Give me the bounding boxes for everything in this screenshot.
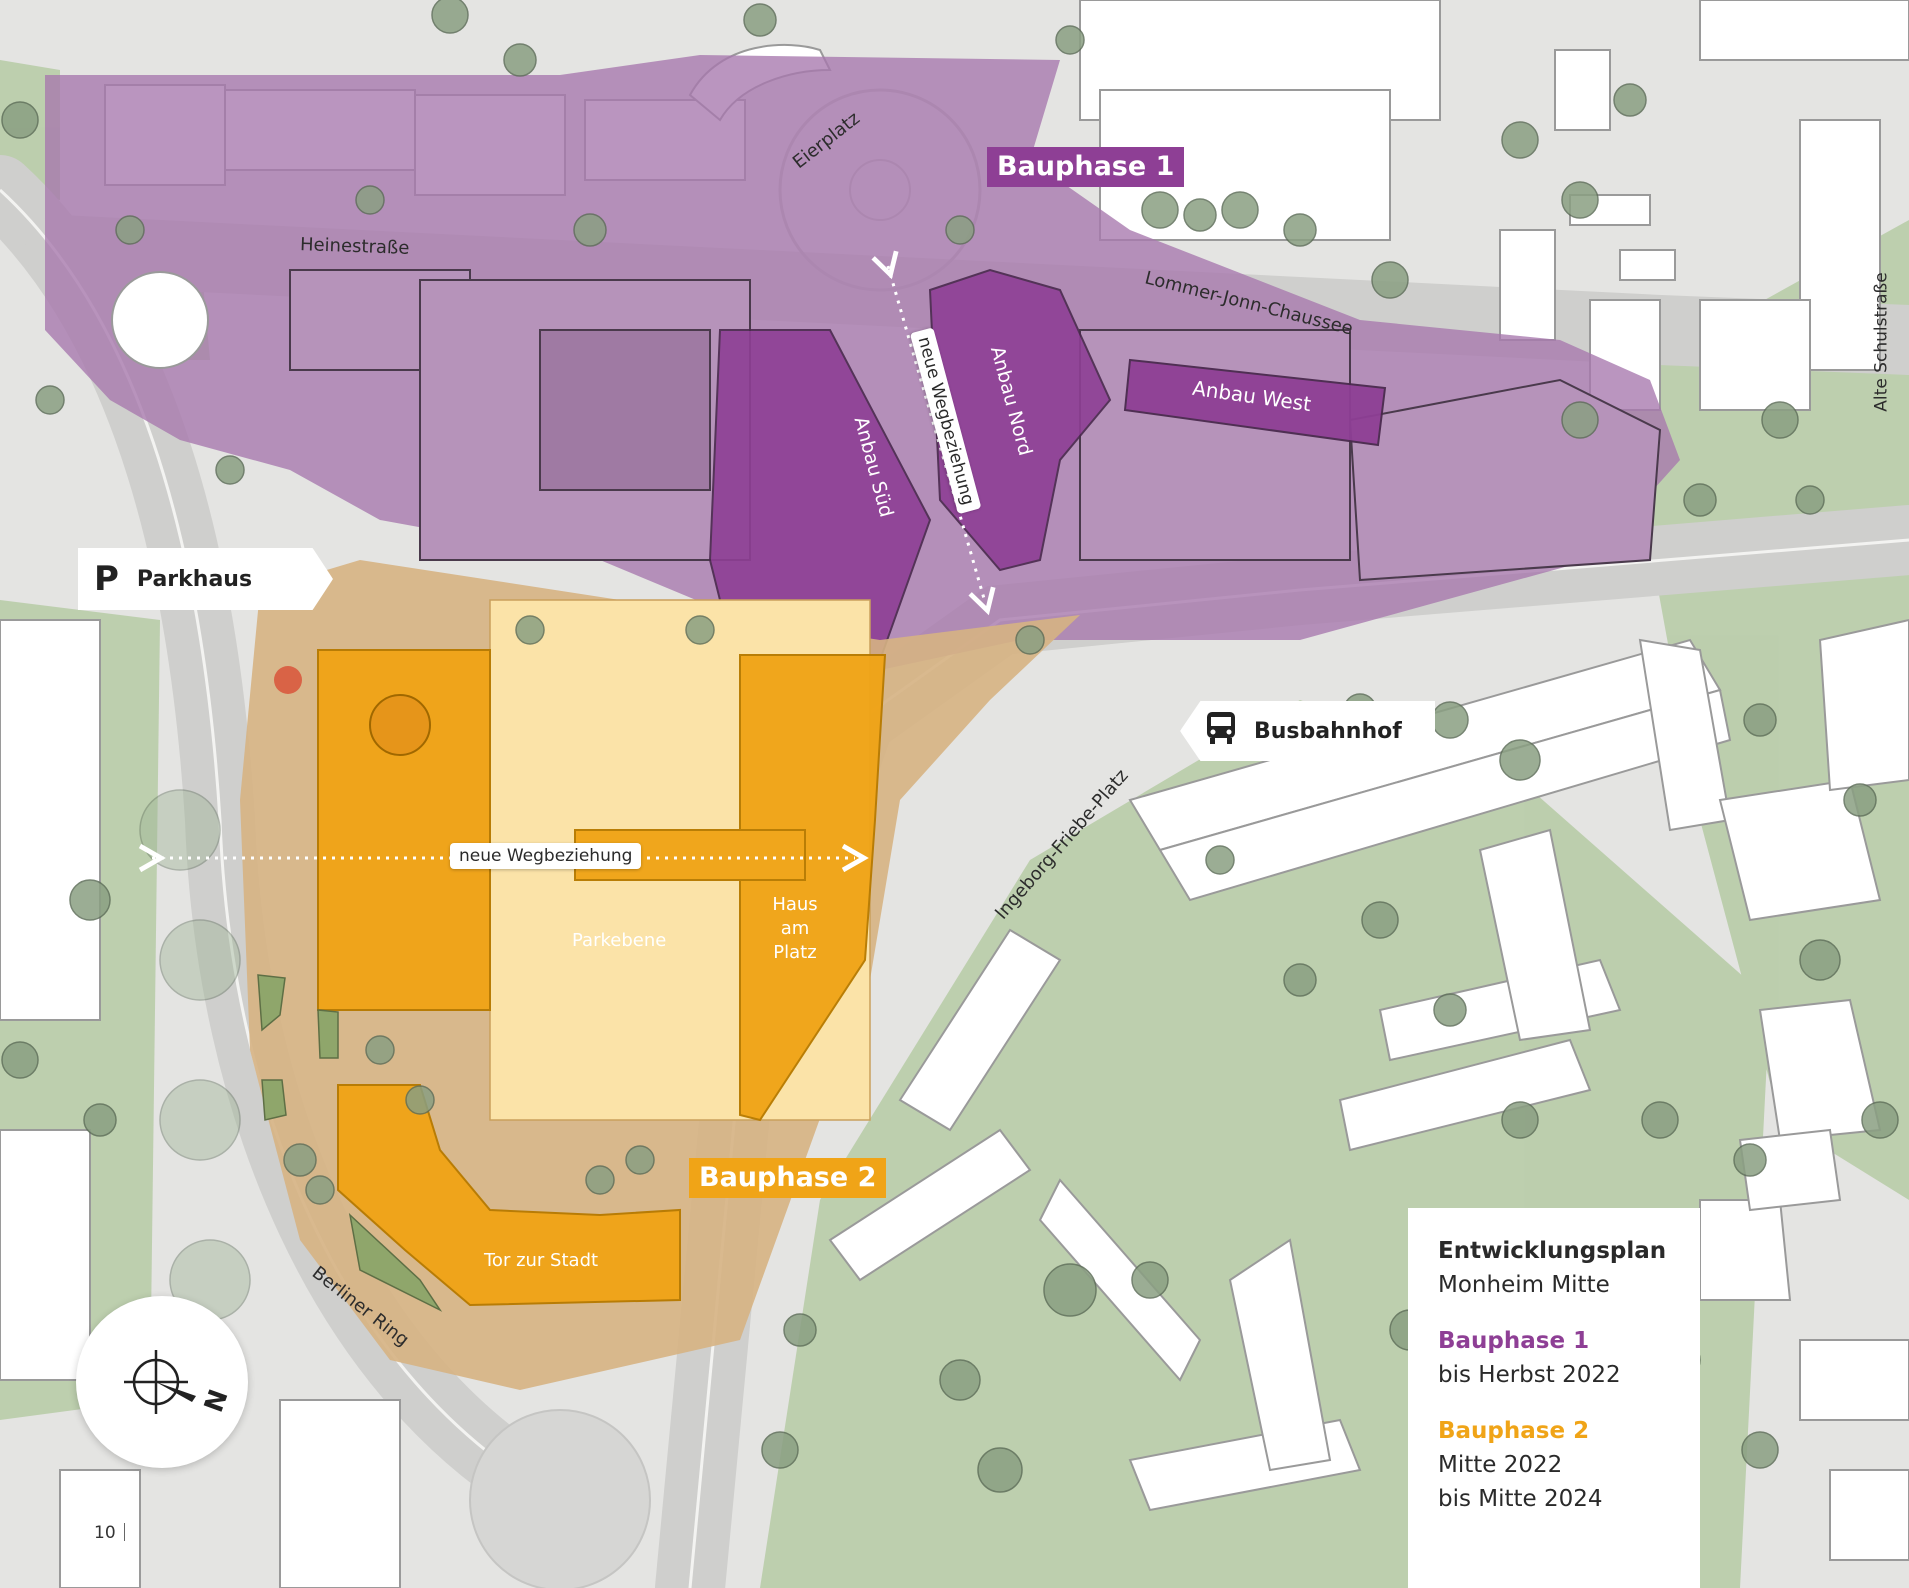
anbau-west-shape [1123, 358, 1387, 447]
parkhaus-label: Parkhaus [136, 566, 253, 592]
legend-subtitle: Monheim Mitte [1438, 1272, 1610, 1298]
haus-am-platz-label: Haus am Platz [772, 894, 818, 963]
busbahnhof-callout: Busbahnhof [1180, 701, 1435, 761]
compass-rose: N [76, 1296, 248, 1468]
legend-phase2-date2: bis Mitte 2024 [1438, 1486, 1603, 1512]
trees [1, 0, 1899, 1493]
bauphase1-tag: Bauphase 1 [987, 147, 1185, 187]
alte-schulstrasse-label: Alte Schulstraße [1871, 272, 1892, 412]
legend-phase1-date: bis Herbst 2022 [1438, 1362, 1621, 1388]
busbahnhof-label: Busbahnhof [1254, 718, 1402, 744]
legend-phase2-date1: Mitte 2022 [1438, 1452, 1563, 1478]
parkhaus-callout: P Parkhaus [78, 548, 333, 610]
parkebene-label: Parkebene [572, 930, 667, 951]
legend-box: Entwicklungsplan Monheim Mitte Bauphase … [1408, 1208, 1700, 1588]
bauphase2-tag: Bauphase 2 [689, 1158, 887, 1198]
bauphase2-buildings [317, 649, 887, 1307]
wegbeziehung-horizontal-pill: neue Wegbeziehung [450, 843, 642, 869]
compass-icon [124, 1350, 196, 1414]
tor-zur-stadt-label: Tor zur Stadt [484, 1250, 599, 1271]
heinestrasse-label: Heinestraße [299, 234, 410, 259]
parking-icon: P [94, 559, 119, 599]
legend-phase2-title: Bauphase 2 [1438, 1418, 1590, 1444]
bus-icon [1204, 710, 1238, 752]
legend-phase1-title: Bauphase 1 [1438, 1328, 1590, 1354]
legend-title: Entwicklungsplan [1438, 1238, 1667, 1264]
page-number: 10 [94, 1523, 125, 1543]
